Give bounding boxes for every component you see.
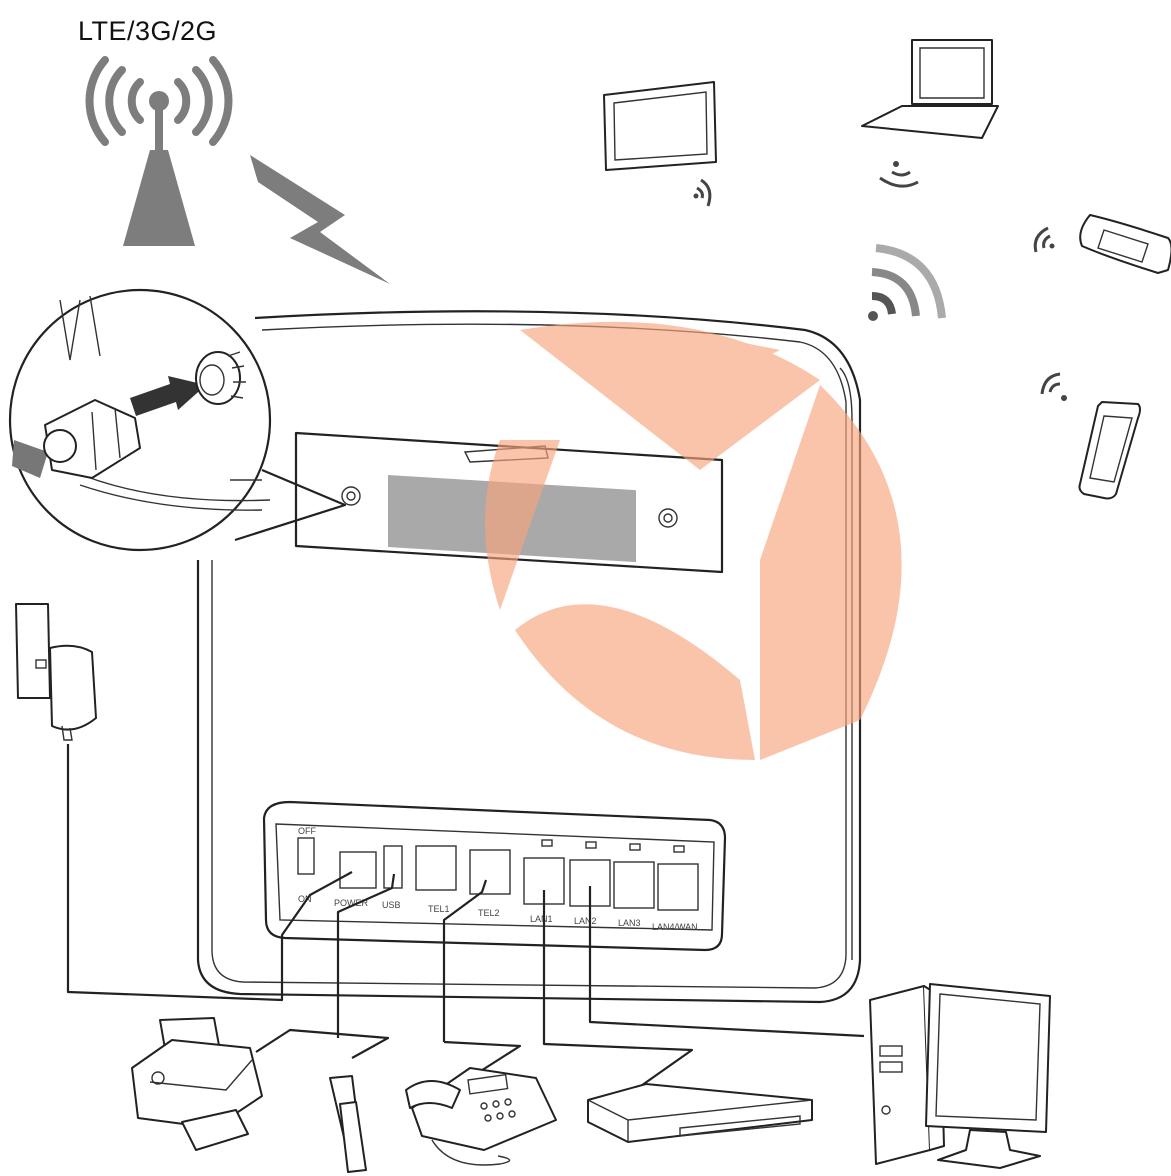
laptop-icon — [862, 40, 998, 138]
port-label-usb: USB — [382, 900, 401, 910]
laptop-wifi-icon — [880, 161, 918, 186]
port-label-off: OFF — [298, 826, 316, 836]
port-label-lan3: LAN3 — [618, 918, 641, 928]
wifi-icon — [868, 248, 942, 321]
port-label-tel1: TEL1 — [428, 904, 450, 914]
cell-tower-icon — [90, 60, 229, 246]
game-console-icon — [1080, 215, 1171, 273]
port-label-tel2: TEL2 — [478, 908, 500, 918]
smartphone-icon — [1080, 402, 1141, 499]
port-label-lan4wan: LAN4/WAN — [652, 922, 698, 932]
tablet-icon — [604, 82, 716, 170]
usb-drive-icon — [330, 1076, 366, 1172]
desktop-computer-icon — [870, 984, 1050, 1168]
tablet-wifi-icon — [694, 180, 710, 206]
switch-icon — [588, 1084, 812, 1142]
port-label-lan2: LAN2 — [574, 916, 597, 926]
telephone-icon — [406, 1068, 556, 1165]
lightning-icon — [250, 155, 390, 284]
printer-icon — [132, 1018, 262, 1150]
power-adapter-icon — [16, 604, 96, 740]
phone-wifi-icon — [1042, 374, 1067, 401]
port-label-lan1: LAN1 — [530, 914, 553, 924]
console-wifi-icon — [1035, 228, 1054, 252]
